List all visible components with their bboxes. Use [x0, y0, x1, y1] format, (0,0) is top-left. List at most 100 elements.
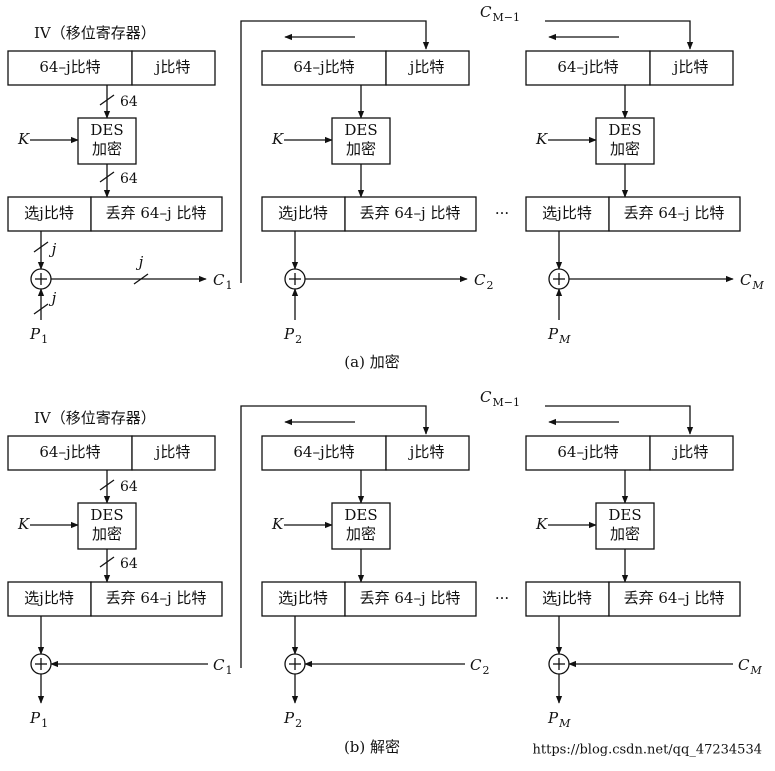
encrypt-label: 加密	[92, 525, 122, 543]
bus-slash	[99, 171, 115, 183]
ciphertext-label-text: CM	[738, 656, 762, 677]
plaintext-label-text: P1	[29, 709, 48, 730]
xor-gate	[548, 268, 570, 290]
shift-register-left-label: 64–j比特	[557, 58, 618, 76]
shift-register-right	[131, 50, 216, 86]
key-label: K	[271, 130, 284, 148]
discard-bits-label: 丢弃 64–j 比特	[624, 204, 725, 222]
ciphertext-label: C2	[470, 656, 489, 677]
feedback-c1-wire	[240, 405, 430, 668]
encrypt-label: 加密	[610, 140, 640, 158]
key-label: K	[17, 515, 30, 533]
ciphertext-label-text: CM	[740, 271, 764, 292]
j-width-label: j	[136, 253, 144, 271]
encrypt-label: 加密	[92, 140, 122, 158]
plaintext-label-text: PM	[547, 325, 571, 346]
ellipsis: ···	[495, 204, 509, 222]
discard-bits-label: 丢弃 64–j 比特	[360, 589, 461, 607]
feedback-c1-wire	[240, 20, 430, 283]
key-label: K	[17, 130, 30, 148]
select-bits-label: 选j比特	[278, 204, 328, 222]
discard-bits-box	[90, 581, 223, 617]
des-encrypt-box	[77, 117, 137, 165]
ciphertext-label-text: C2	[470, 656, 489, 677]
plaintext-label: P2	[283, 709, 302, 730]
ciphertext-label: CM	[740, 271, 764, 292]
discard-bits-label: 丢弃 64–j 比特	[624, 589, 725, 607]
plaintext-label: P1	[29, 709, 48, 730]
iv-label: IV（移位寄存器）	[34, 24, 156, 42]
bus-width-label: 64	[120, 556, 138, 572]
select-bits-box	[7, 196, 92, 232]
plaintext-label-text: P2	[283, 325, 302, 346]
plaintext-label-text: PM	[547, 709, 571, 730]
c-prev-label-text: CM−1	[480, 3, 520, 24]
encrypt-label: 加密	[346, 525, 376, 543]
j-slash	[33, 241, 49, 253]
c-prev-label: CM−1	[480, 388, 520, 409]
plaintext-label-text: P2	[283, 709, 302, 730]
shift-register-right	[649, 50, 734, 86]
bus-width-label: 64	[120, 479, 138, 495]
des-label: DES	[344, 506, 377, 524]
plaintext-label-text: P1	[29, 325, 48, 346]
select-bits-box	[261, 196, 346, 232]
shift-register-right-label: j比特	[672, 443, 709, 461]
des-label: DES	[608, 121, 641, 139]
xor-gate	[284, 268, 306, 290]
feedback-cprev-wire	[545, 20, 694, 50]
iv-label: IV（移位寄存器）	[34, 409, 156, 427]
des-encrypt-box	[331, 502, 391, 550]
shift-register-left	[261, 50, 387, 86]
xor-gate	[284, 653, 306, 675]
key-label: K	[271, 515, 284, 533]
shift-register-left-label: 64–j比特	[293, 443, 354, 461]
discard-bits-label: 丢弃 64–j 比特	[106, 204, 207, 222]
shift-register-right-label: j比特	[154, 58, 191, 76]
des-encrypt-box	[331, 117, 391, 165]
bus-width-label: 64	[120, 94, 138, 110]
discard-bits-box	[608, 581, 741, 617]
select-bits-label: 选j比特	[542, 589, 592, 607]
shift-register-right	[649, 435, 734, 471]
select-bits-label: 选j比特	[24, 204, 74, 222]
c-prev-label: CM−1	[480, 3, 520, 24]
watermark-text: https://blog.csdn.net/qq_47234534	[533, 743, 762, 758]
xor-gate	[548, 653, 570, 675]
ciphertext-label: C1	[213, 271, 232, 292]
j-width-label: j	[49, 240, 57, 258]
shift-register-left	[525, 435, 651, 471]
shift-register-left-label: 64–j比特	[557, 443, 618, 461]
encrypt-label: 加密	[346, 140, 376, 158]
shift-register-left-label: 64–j比特	[39, 58, 100, 76]
discard-bits-box	[344, 196, 477, 232]
panel-caption: (b) 解密	[344, 738, 400, 756]
des-label: DES	[608, 506, 641, 524]
ciphertext-label-text: C2	[474, 271, 493, 292]
ciphertext-label: C2	[474, 271, 493, 292]
key-label: K	[535, 515, 548, 533]
des-encrypt-box	[595, 117, 655, 165]
discard-bits-label: 丢弃 64–j 比特	[106, 589, 207, 607]
discard-bits-label: 丢弃 64–j 比特	[360, 204, 461, 222]
ciphertext-label: C1	[213, 656, 232, 677]
discard-bits-box	[90, 196, 223, 232]
xor-gate	[30, 268, 52, 290]
shift-register-right	[385, 435, 470, 471]
shift-register-right-label: j比特	[408, 58, 445, 76]
plaintext-label: P1	[29, 325, 48, 346]
bus-slash	[99, 556, 115, 568]
xor-gate	[30, 653, 52, 675]
shift-register-left-label: 64–j比特	[39, 443, 100, 461]
j-width-label: j	[49, 289, 57, 307]
shift-register-left-label: 64–j比特	[293, 58, 354, 76]
plaintext-label: PM	[547, 709, 571, 730]
